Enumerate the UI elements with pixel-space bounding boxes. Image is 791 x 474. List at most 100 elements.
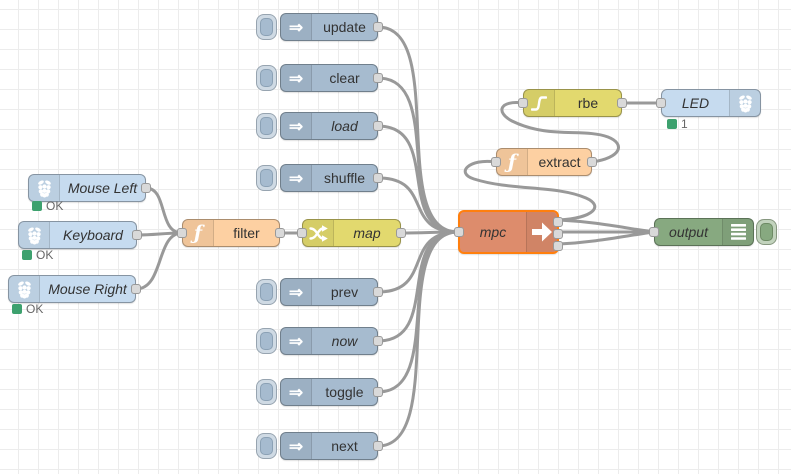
inject-arrow-icon: ⇒ xyxy=(281,65,312,91)
wire-extract-to-rbe[interactable] xyxy=(500,101,620,164)
output-port-3[interactable] xyxy=(553,241,563,251)
input-port[interactable] xyxy=(454,227,464,237)
wire-mpc1-to-output[interactable] xyxy=(557,218,656,234)
wire-update-to-mpc[interactable] xyxy=(376,25,460,234)
function-icon: ƒ xyxy=(183,220,214,246)
wire-mpc3-to-output[interactable] xyxy=(557,230,656,246)
inject-button-update[interactable] xyxy=(256,14,277,40)
node-mpc-selected[interactable]: mpc xyxy=(454,210,563,254)
status-dot-icon xyxy=(12,304,22,314)
output-port[interactable] xyxy=(275,228,285,238)
input-port[interactable] xyxy=(656,98,666,108)
inject-button-toggle[interactable] xyxy=(256,379,277,405)
node-mouse-left[interactable]: Mouse Left xyxy=(28,174,151,202)
output-port[interactable] xyxy=(373,441,383,451)
node-label: prev xyxy=(330,284,359,300)
inject-arrow-icon: ⇒ xyxy=(281,433,312,459)
inject-button-shuffle[interactable] xyxy=(256,165,277,191)
node-filter[interactable]: ƒ filter xyxy=(177,219,285,247)
inject-arrow-icon: ⇒ xyxy=(281,165,312,191)
node-label: map xyxy=(353,225,381,241)
output-port[interactable] xyxy=(373,22,383,32)
output-port[interactable] xyxy=(587,157,597,167)
node-led[interactable]: LED xyxy=(656,89,761,117)
output-port[interactable] xyxy=(373,73,383,83)
inject-button-load[interactable] xyxy=(256,113,277,139)
output-port[interactable] xyxy=(396,228,406,238)
raspberry-pi-icon xyxy=(729,90,760,116)
function-icon: ƒ xyxy=(497,149,528,175)
node-label: update xyxy=(323,19,366,35)
wire-clear-to-mpc[interactable] xyxy=(376,76,460,234)
node-status: OK xyxy=(22,248,53,262)
output-port[interactable] xyxy=(617,98,627,108)
shuffle-icon xyxy=(303,220,334,246)
output-port[interactable] xyxy=(141,183,151,193)
node-label: next xyxy=(331,438,358,454)
node-mouse-right[interactable]: Mouse Right xyxy=(8,275,141,303)
node-now[interactable]: ⇒ now xyxy=(280,327,383,355)
inject-arrow-icon: ⇒ xyxy=(281,113,312,139)
inject-arrow-icon: ⇒ xyxy=(281,328,312,354)
node-map[interactable]: map xyxy=(297,219,406,247)
output-port[interactable] xyxy=(373,173,383,183)
raspberry-pi-icon xyxy=(29,175,60,201)
input-port[interactable] xyxy=(297,228,307,238)
node-status: OK xyxy=(32,199,63,213)
node-label: filter xyxy=(233,225,260,241)
inject-button-prev[interactable] xyxy=(256,279,277,305)
status-dot-icon xyxy=(22,250,32,260)
node-label: extract xyxy=(538,154,581,170)
node-status: OK xyxy=(12,302,43,316)
inject-button-clear[interactable] xyxy=(256,65,277,91)
output-port-2[interactable] xyxy=(553,229,563,239)
wire-mpc-to-extract[interactable] xyxy=(463,159,597,222)
node-keyboard[interactable]: Keyboard xyxy=(18,221,142,249)
inject-button-now[interactable] xyxy=(256,328,277,354)
output-port[interactable] xyxy=(373,287,383,297)
node-update[interactable]: ⇒ update xyxy=(280,13,383,41)
output-port-1[interactable] xyxy=(553,217,563,227)
node-shuffle[interactable]: ⇒ shuffle xyxy=(280,164,383,192)
status-text: OK xyxy=(26,302,44,316)
node-label: rbe xyxy=(577,95,599,111)
status-text: OK xyxy=(46,199,64,213)
status-text: 1 xyxy=(681,117,688,131)
inject-arrow-icon: ⇒ xyxy=(281,379,312,405)
node-prev[interactable]: ⇒ prev xyxy=(280,278,383,306)
node-label: toggle xyxy=(325,384,364,400)
inject-button-next[interactable] xyxy=(256,433,277,459)
node-label: shuffle xyxy=(324,170,365,186)
input-port[interactable] xyxy=(491,157,501,167)
inject-arrow-icon: ⇒ xyxy=(281,14,312,40)
raspberry-pi-icon xyxy=(19,222,50,248)
node-clear[interactable]: ⇒ clear xyxy=(280,64,383,92)
wire-mouse-right-to-filter[interactable] xyxy=(134,231,184,291)
input-port[interactable] xyxy=(649,227,659,237)
output-port[interactable] xyxy=(373,336,383,346)
wire-mouse-left-to-filter[interactable] xyxy=(144,186,184,235)
node-next[interactable]: ⇒ next xyxy=(280,432,383,460)
debug-toggle-button[interactable] xyxy=(756,219,777,245)
node-toggle[interactable]: ⇒ toggle xyxy=(280,378,383,406)
node-load[interactable]: ⇒ load xyxy=(280,112,383,140)
status-dot-icon xyxy=(667,119,677,129)
input-port[interactable] xyxy=(177,228,187,238)
output-port[interactable] xyxy=(132,230,142,240)
node-label: output xyxy=(669,224,708,240)
hysteresis-icon xyxy=(524,90,555,116)
node-rbe[interactable]: rbe xyxy=(518,89,627,117)
status-dot-icon xyxy=(32,201,42,211)
output-port[interactable] xyxy=(373,387,383,397)
node-label: clear xyxy=(329,70,360,86)
wire-next-to-mpc[interactable] xyxy=(376,230,460,448)
wire-shuffle-to-mpc[interactable] xyxy=(376,176,460,234)
output-port[interactable] xyxy=(373,121,383,131)
output-port[interactable] xyxy=(131,284,141,294)
input-port[interactable] xyxy=(518,98,528,108)
node-output[interactable]: output xyxy=(649,218,754,246)
node-extract[interactable]: ƒ extract xyxy=(491,148,597,176)
node-label: LED xyxy=(681,95,710,111)
